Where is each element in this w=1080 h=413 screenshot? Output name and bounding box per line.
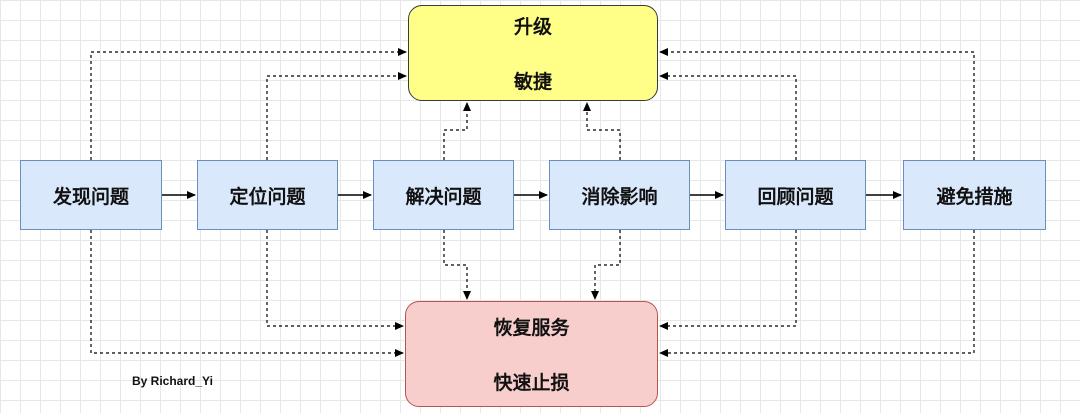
restore-service-box[interactable]: 恢复服务 快速止损 [405, 301, 658, 407]
connector-locate-restore [266, 230, 404, 330]
connector-eliminate-upgrade [583, 102, 621, 160]
connector-review-upgrade [659, 72, 797, 160]
connector-locate-upgrade [266, 72, 407, 160]
connector-review-restore [659, 230, 797, 330]
restore-connectors [90, 230, 975, 357]
connector-solve-restore [443, 230, 471, 300]
step-locate-problem[interactable]: 定位问题 [197, 160, 338, 230]
step-eliminate-impact[interactable]: 消除影响 [549, 160, 690, 230]
connector-discover-upgrade [90, 48, 407, 160]
restore-line2: 快速止损 [493, 372, 570, 394]
step-solve-problem[interactable]: 解决问题 [373, 160, 514, 230]
step-discover-problem[interactable]: 发现问题 [20, 160, 162, 230]
connector-discover-restore [90, 230, 404, 357]
connector-eliminate-restore [591, 230, 621, 300]
connector-avoid-upgrade [659, 48, 975, 160]
upgrade-line1: 升级 [513, 16, 552, 38]
upgrade-connectors [90, 48, 975, 160]
upgrade-box[interactable]: 升级 敏捷 [408, 5, 658, 101]
step-review-problem[interactable]: 回顾问题 [725, 160, 866, 230]
connector-avoid-restore [659, 230, 975, 357]
author-credit: By Richard_Yi [132, 374, 213, 388]
upgrade-line2: 敏捷 [513, 71, 552, 93]
restore-line1: 恢复服务 [493, 317, 570, 339]
connector-solve-upgrade [443, 102, 471, 160]
step-avoid-measures[interactable]: 避免措施 [903, 160, 1046, 230]
